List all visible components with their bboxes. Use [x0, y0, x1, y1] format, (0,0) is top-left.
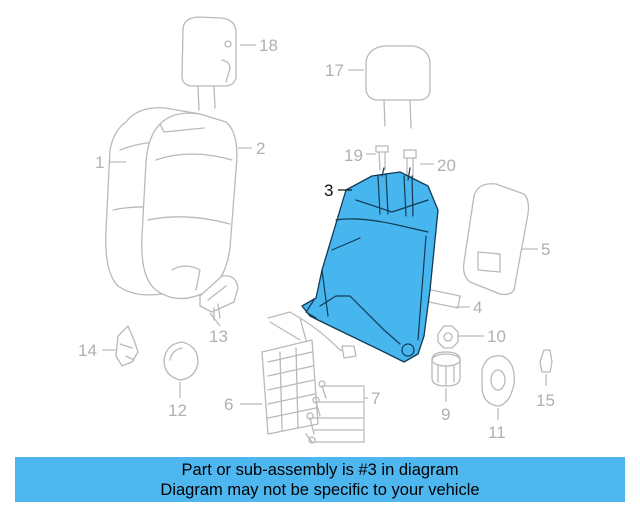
part-17-headrest	[365, 45, 431, 129]
leader-lines	[102, 44, 547, 443]
callout-15[interactable]: 15	[536, 391, 555, 410]
part-3-seat-back-frame	[301, 167, 439, 363]
banner-line-2: Diagram may not be specific to your vehi…	[160, 481, 480, 499]
part-19-guide	[375, 145, 389, 171]
part-7-hardware	[305, 380, 327, 444]
part-18-headrest	[181, 16, 237, 111]
callout-12[interactable]: 12	[168, 401, 187, 420]
part-20-guide	[403, 149, 417, 181]
callout-7[interactable]: 7	[371, 389, 380, 408]
callout-13[interactable]: 13	[209, 327, 228, 346]
callout-4[interactable]: 4	[473, 298, 482, 317]
parts-diagram: 18 17 1 2 19 20 3 5 4 10 13 14 12 6 7 9 …	[78, 16, 555, 444]
callout-18[interactable]: 18	[259, 36, 278, 55]
callout-11[interactable]: 11	[488, 423, 506, 442]
part-1-2-seatback-covers	[105, 107, 238, 300]
callout-2[interactable]: 2	[256, 139, 265, 158]
callout-9[interactable]: 9	[441, 405, 450, 424]
callout-14[interactable]: 14	[78, 341, 97, 360]
part-6-lumbar-support	[261, 311, 357, 435]
part-14-clip	[115, 325, 139, 367]
callout-10[interactable]: 10	[487, 327, 506, 346]
callout-labels: 18 17 1 2 19 20 3 5 4 10 13 14 12 6 7 9 …	[78, 36, 555, 442]
part-11-cover	[481, 355, 515, 407]
banner-line-1: Part or sub-assembly is #3 in diagram	[181, 461, 459, 479]
part-5-back-panel	[462, 183, 530, 296]
part-15-pin	[539, 349, 553, 373]
callout-17[interactable]: 17	[325, 61, 344, 80]
info-banner: Part or sub-assembly is #3 in diagram Di…	[15, 457, 625, 502]
callout-5[interactable]: 5	[541, 240, 550, 259]
callout-3[interactable]: 3	[324, 181, 333, 200]
callout-1[interactable]: 1	[95, 153, 104, 172]
callout-6[interactable]: 6	[224, 395, 233, 414]
part-10-knob	[437, 325, 459, 349]
callout-20[interactable]: 20	[437, 156, 456, 175]
part-9-roller	[431, 351, 461, 387]
callout-19[interactable]: 19	[344, 146, 363, 165]
part-12-cap	[163, 341, 199, 381]
